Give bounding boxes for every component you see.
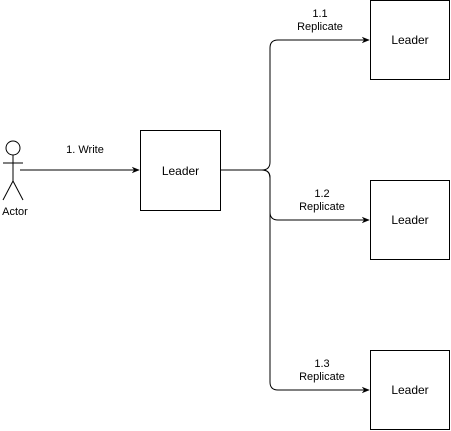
- target-leader-node-2[interactable]: Leader: [370, 180, 450, 260]
- replicate-step-1: 1.1: [312, 8, 328, 20]
- replicate-action-3: Replicate: [299, 371, 345, 383]
- replicate-action-2: Replicate: [299, 201, 345, 213]
- actor-left-leg: [2, 180, 14, 201]
- target-leader-label-1: Leader: [391, 33, 429, 47]
- replicate-label-1: 1.1 Replicate: [285, 8, 355, 34]
- replicate-label-3: 1.3 Replicate: [287, 358, 357, 384]
- target-leader-node-3[interactable]: Leader: [370, 350, 450, 430]
- target-leader-node-1[interactable]: Leader: [370, 0, 450, 80]
- actor-right-leg: [12, 180, 24, 201]
- replicate-action-1: Replicate: [297, 21, 343, 33]
- source-leader-node[interactable]: Leader: [140, 130, 221, 211]
- replicate-arrow-3: [221, 169, 370, 394]
- replicate-arrow-1: [221, 36, 370, 171]
- target-leader-label-2: Leader: [391, 213, 429, 227]
- actor-label: Actor: [2, 206, 28, 218]
- replicate-label-2: 1.2 Replicate: [287, 188, 357, 214]
- actor-figure: [2, 140, 24, 201]
- source-leader-label: Leader: [161, 163, 200, 178]
- target-leader-label-3: Leader: [391, 383, 429, 397]
- write-edge-label: 1. Write: [66, 144, 104, 156]
- actor-head: [5, 140, 21, 156]
- replicate-step-2: 1.2: [314, 188, 330, 200]
- replicate-step-3: 1.3: [314, 358, 330, 370]
